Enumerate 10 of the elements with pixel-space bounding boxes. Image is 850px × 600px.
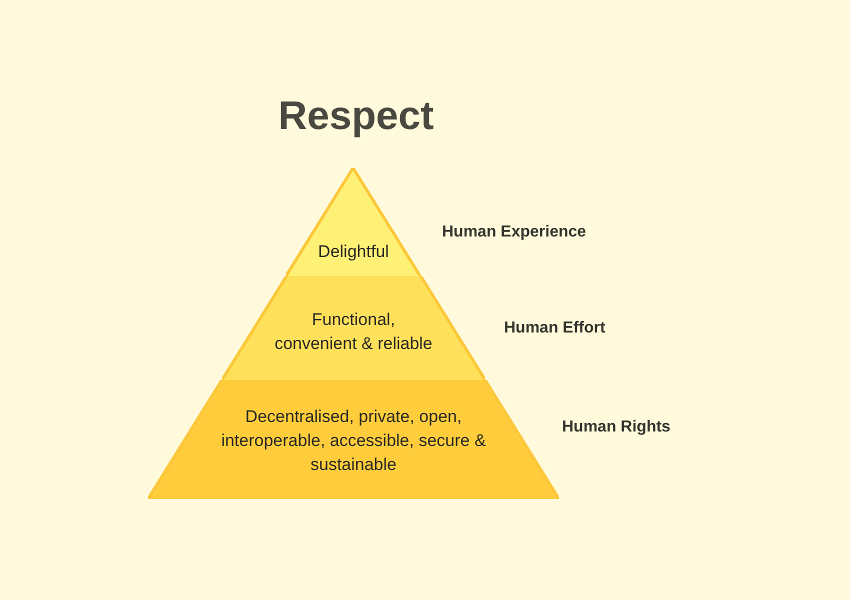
pyramid-layer (286, 168, 421, 276)
tier-label: Human Experience (442, 222, 586, 242)
title: Respect (278, 94, 434, 138)
layer-text: Decentralised, private, open, interoperable, accessible, secure & sustainable (220, 406, 487, 476)
pyramid-layer (222, 276, 486, 380)
tier-label: Human Rights (562, 417, 670, 437)
layer-text: Delightful (317, 241, 390, 263)
tier-label: Human Effort (504, 318, 606, 338)
pyramid-layer (148, 380, 559, 499)
layer-text: Functional, convenient & reliable (274, 309, 434, 355)
